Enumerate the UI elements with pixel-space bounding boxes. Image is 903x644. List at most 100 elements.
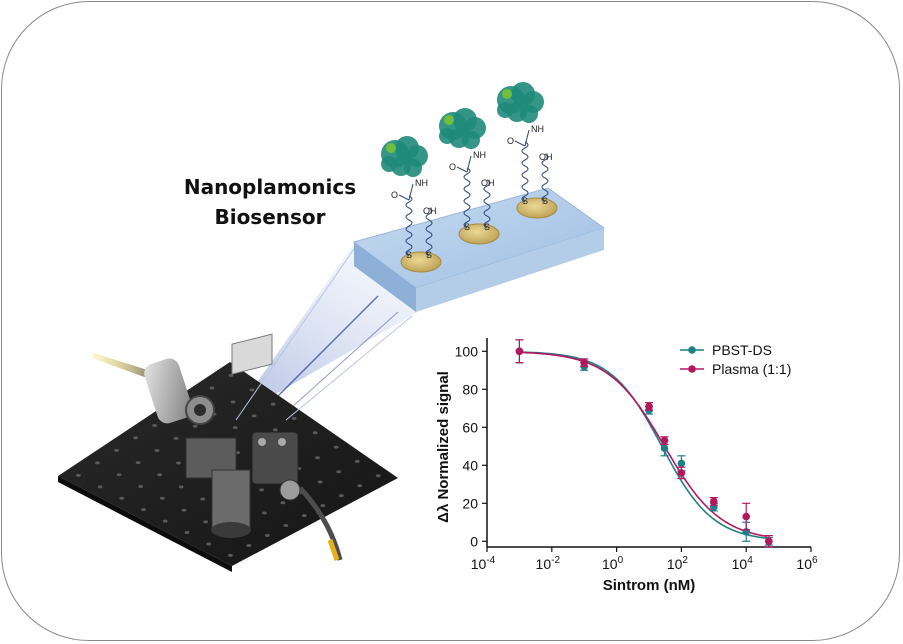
table-hole [119,496,125,500]
sulfur-label: S [406,250,412,260]
y-tick-label: 60 [462,419,478,435]
table-hole [270,402,276,406]
gold-nanodisk-2 [458,223,500,245]
amide-nh-label: NH [415,178,428,188]
fit-curve [519,351,768,540]
oh-chain [541,153,549,203]
table-hole [152,423,158,427]
table-hole [203,520,209,524]
legend-label: Plasma (1:1) [712,361,791,377]
table-hole [333,445,339,449]
table-hole [261,511,267,515]
amide-nh-label: NH [531,124,544,134]
hydroxyl-label: OH [539,152,553,162]
fiber-mount-icon [144,358,215,425]
table-hole [259,488,264,492]
table-hole [95,461,100,465]
protein-icon [439,108,486,149]
table-hole [116,473,122,477]
table-hole [357,484,363,488]
table-hole [249,388,255,392]
table-hole [336,470,342,474]
x-tick-label: 100 [602,555,624,572]
table-hole [159,496,165,500]
peg-chain [521,141,529,203]
chart-fit-curves [519,351,768,540]
output-fiber-icon [298,486,343,561]
table-hole [178,485,184,489]
detector-mount-icon [251,431,301,501]
table-hole [315,456,320,460]
y-tick-label: 0 [470,533,478,549]
x-tick-label: 10-4 [471,555,496,572]
amide-nh-label: NH [473,150,486,160]
y-axis-label: Δλ Normalized signal [435,371,452,523]
x-tick-label: 106 [796,555,818,572]
table-hole [291,416,297,420]
table-hole [138,484,144,488]
amide-o-label: O [507,136,514,146]
table-hole [97,485,103,489]
biosensor-title: Nanoplamonics Biosensor [170,172,370,232]
table-hole [246,543,252,547]
peg-chain [405,195,413,257]
table-hole [228,373,234,377]
data-point [742,512,750,521]
data-point [765,537,773,546]
light-beam [232,244,418,418]
x-tick-label: 102 [667,555,689,572]
table-hole [184,531,190,535]
legend-swatch-point [688,365,696,373]
chart-marks [515,339,773,548]
table-hole [157,473,163,477]
table-hole [200,497,206,501]
data-point [677,459,686,468]
y-tick-label: 80 [462,381,478,397]
gold-nanodisk-1 [400,251,442,273]
table-hole [338,494,344,498]
table-hole [375,474,381,478]
legend-swatch-point [688,346,696,354]
x-axis-label: Sintrom (nM) [603,577,695,594]
y-tick-label: 40 [462,457,478,473]
protein-icon [381,136,428,177]
table-hole [114,448,119,452]
amide-o-label: O [391,190,398,200]
fit-curve [519,351,768,538]
table-hole [272,428,278,432]
table-hole [154,448,160,452]
hydroxyl-label: OH [481,178,495,188]
table-hole [320,504,326,508]
table-hole [135,461,141,465]
table-hole [283,524,289,528]
table-hole [301,514,307,518]
table-hole [192,424,198,428]
table-hole [206,542,212,546]
data-point [580,358,588,367]
table-hole [317,480,323,484]
table-hole [280,501,286,505]
y-tick-label: 20 [462,495,478,511]
table-hole [251,414,257,418]
oh-chain [425,207,433,257]
table-hole [76,473,81,477]
oh-chain [483,179,491,229]
input-fiber-icon [92,353,160,382]
table-hole [312,431,318,435]
table-hole [181,508,187,512]
data-point [645,402,653,411]
sulfur-label: S [464,222,470,232]
table-hole [141,508,146,512]
data-point [515,347,524,356]
table-hole [354,459,360,463]
title-line-1: Nanoplamonics [183,175,357,199]
table-hole [173,436,179,440]
table-hole [227,553,233,557]
data-point [660,436,669,445]
table-hole [232,426,238,430]
sulfur-label: S [522,196,528,206]
